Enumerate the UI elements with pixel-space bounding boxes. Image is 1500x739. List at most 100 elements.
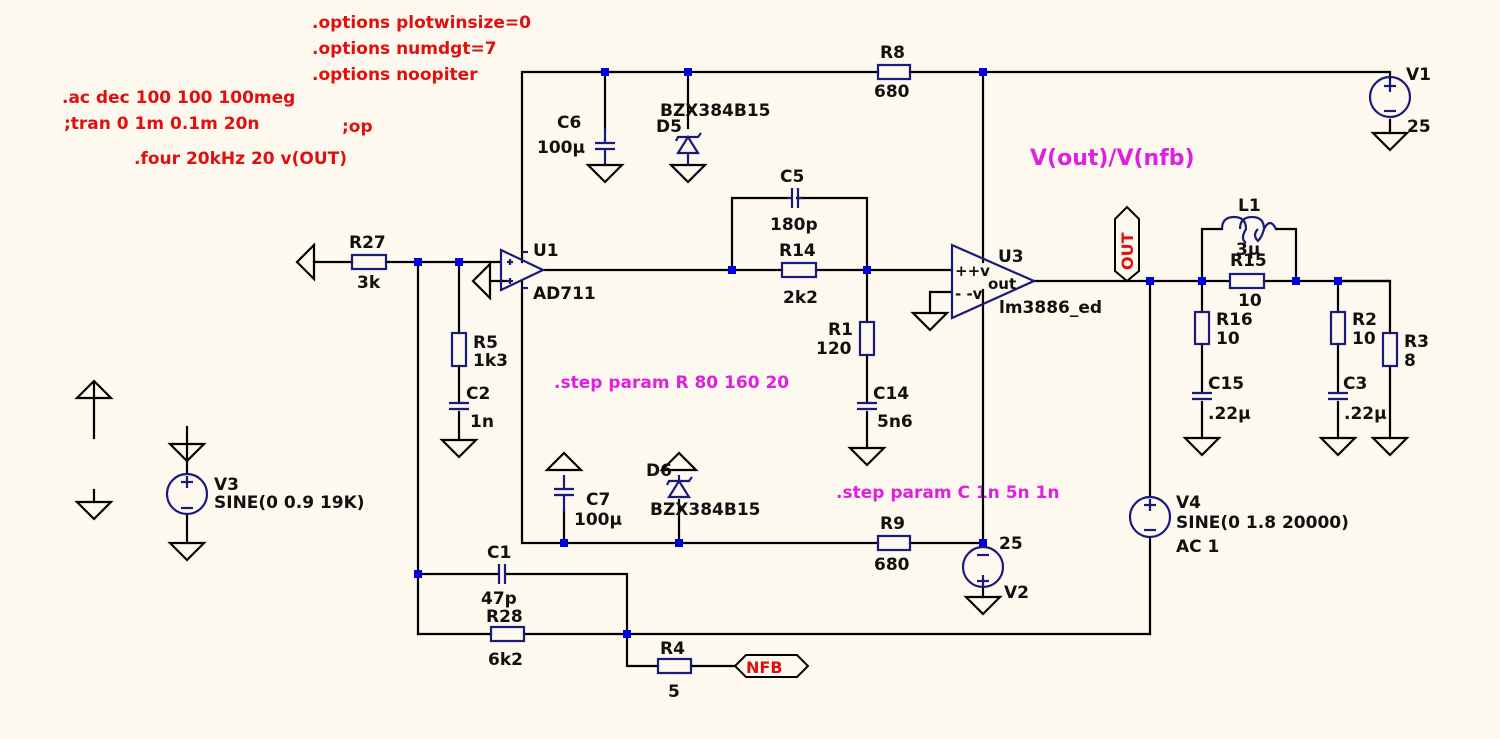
ground-symbols	[74, 131, 1410, 616]
c2-value: 1n	[470, 412, 494, 432]
directive-tran[interactable]: ;tran 0 1m 0.1m 20n	[64, 114, 260, 134]
ground-icon	[1370, 131, 1410, 152]
ground-icon	[74, 379, 114, 400]
r1-value: 120	[816, 339, 852, 359]
d5-value: BZX384B15	[660, 101, 771, 121]
ground-icon	[1370, 436, 1410, 457]
v4-ac: AC 1	[1176, 537, 1219, 557]
resistor-r15[interactable]: R15 10	[1228, 251, 1267, 311]
resistor-r9[interactable]: R9 680	[874, 514, 912, 575]
voltage-source-v4[interactable]: V4 SINE(0 1.8 20000) AC 1	[1128, 493, 1349, 557]
resistor-r4[interactable]: R4 5	[656, 639, 693, 702]
c14-name: C14	[873, 384, 909, 404]
ground-icon	[963, 595, 1003, 616]
capacitor-c7[interactable]: C7 100µ	[554, 475, 622, 530]
ground-icon	[659, 451, 699, 472]
ground-icon	[439, 438, 479, 459]
resistor-r14[interactable]: R14 2k2	[779, 241, 818, 308]
capacitor-c15[interactable]: C15 .22µ	[1192, 374, 1251, 424]
directive-four[interactable]: .four 20kHz 20 v(OUT)	[134, 149, 347, 169]
net-out-label: OUT	[1118, 232, 1137, 270]
v4-value: SINE(0 1.8 20000)	[1176, 513, 1349, 533]
v3-name: V3	[214, 475, 239, 495]
opamp-u3[interactable]: U3 ++v out - -v lm3886_ed	[950, 243, 1102, 320]
resistor-r3[interactable]: R3 8	[1381, 331, 1429, 371]
r9-value: 680	[874, 555, 910, 575]
zener-d5[interactable]: BZX384B15 D5	[656, 101, 771, 165]
c2-name: C2	[466, 384, 490, 404]
v2-name: V2	[1004, 583, 1029, 603]
r27-name: R27	[349, 233, 386, 253]
directive-step-c[interactable]: .step param C 1n 5n 1n	[836, 483, 1059, 503]
plot-expression-label: V(out)/V(nfb)	[1030, 146, 1195, 171]
directive-plotwinsize[interactable]: .options plotwinsize=0	[312, 13, 531, 33]
ground-icon	[1318, 436, 1358, 457]
r3-value: 8	[1404, 351, 1416, 371]
resistor-r1[interactable]: R1 120	[816, 320, 876, 359]
ground-icon	[167, 541, 207, 562]
ground-icon	[585, 163, 625, 184]
directive-numdgt[interactable]: .options numdgt=7	[312, 39, 497, 59]
r8-name: R8	[880, 43, 905, 63]
directive-noopiter[interactable]: .options noopiter	[312, 65, 478, 85]
r2-name: R2	[1352, 310, 1377, 330]
resistor-r2[interactable]: R2 10	[1329, 310, 1377, 349]
voltage-source-v2[interactable]: 25 V2	[961, 534, 1029, 603]
capacitor-c2[interactable]: C2 1n	[449, 384, 494, 432]
r27-value: 3k	[357, 273, 381, 293]
r16-name: R16	[1216, 310, 1253, 330]
net-nfb-label: NFB	[746, 658, 783, 677]
resistor-r27[interactable]: R27 3k	[349, 233, 388, 293]
r15-value: 10	[1238, 291, 1262, 311]
c5-value: 180p	[770, 215, 818, 235]
c3-name: C3	[1343, 374, 1367, 394]
directive-op[interactable]: ;op	[342, 117, 373, 137]
r2-value: 10	[1352, 329, 1376, 349]
resistor-r16[interactable]: R16 10	[1193, 310, 1253, 349]
resistor-r8[interactable]: R8 680	[874, 43, 912, 102]
voltage-source-v1[interactable]: V1 25	[1368, 65, 1431, 137]
capacitor-c5[interactable]: C5 180p	[770, 167, 818, 235]
voltage-source-v3[interactable]: V3 SINE(0 0.9 19K)	[165, 472, 365, 516]
capacitor-c6[interactable]: C6 100µ	[537, 113, 615, 165]
capacitor-c14[interactable]: C14 5n6	[857, 384, 913, 432]
c7-value: 100µ	[574, 510, 622, 530]
ground-icon	[1182, 436, 1222, 457]
net-label-out[interactable]: OUT	[1114, 205, 1140, 283]
r4-name: R4	[660, 639, 685, 659]
r9-name: R9	[880, 514, 905, 534]
u3-name: U3	[998, 247, 1024, 267]
d6-value: BZX384B15	[650, 500, 761, 520]
capacitor-c3[interactable]: C3 .22µ	[1328, 374, 1387, 424]
r14-value: 2k2	[783, 288, 818, 308]
d5-name: D5	[656, 117, 682, 137]
capacitor-c1[interactable]: C1 47p	[481, 543, 517, 609]
c3-value: .22µ	[1344, 404, 1387, 424]
r28-value: 6k2	[488, 650, 523, 670]
c6-value: 100µ	[537, 138, 585, 158]
ground-icon	[295, 242, 316, 282]
u3-pin-neg: - -v	[955, 285, 983, 303]
l1-value: 3µ	[1236, 240, 1260, 260]
c6-name: C6	[557, 113, 581, 133]
ground-icon	[668, 163, 708, 184]
u1-name: U1	[533, 241, 559, 261]
resistor-r5[interactable]: R5 1k3	[450, 331, 508, 371]
directive-ac[interactable]: .ac dec 100 100 100meg	[62, 88, 295, 108]
c15-value: .22µ	[1208, 404, 1251, 424]
r28-name: R28	[486, 607, 523, 627]
resistor-r28[interactable]: R28 6k2	[486, 607, 526, 670]
directive-step-r[interactable]: .step param R 80 160 20	[554, 373, 789, 393]
r15-name: R15	[1230, 251, 1267, 271]
opamp-u1[interactable]: U1 AD711	[499, 241, 596, 304]
ground-icon	[847, 446, 887, 467]
c7-name: C7	[586, 490, 610, 510]
inductor-l1[interactable]: L1 3µ	[1220, 196, 1277, 260]
l1-name: L1	[1238, 196, 1261, 216]
c15-name: C15	[1208, 374, 1244, 394]
net-label-nfb[interactable]: NFB	[733, 654, 810, 678]
c5-name: C5	[780, 167, 804, 187]
u3-pin-pos: ++v	[955, 262, 990, 280]
r8-value: 680	[874, 82, 910, 102]
